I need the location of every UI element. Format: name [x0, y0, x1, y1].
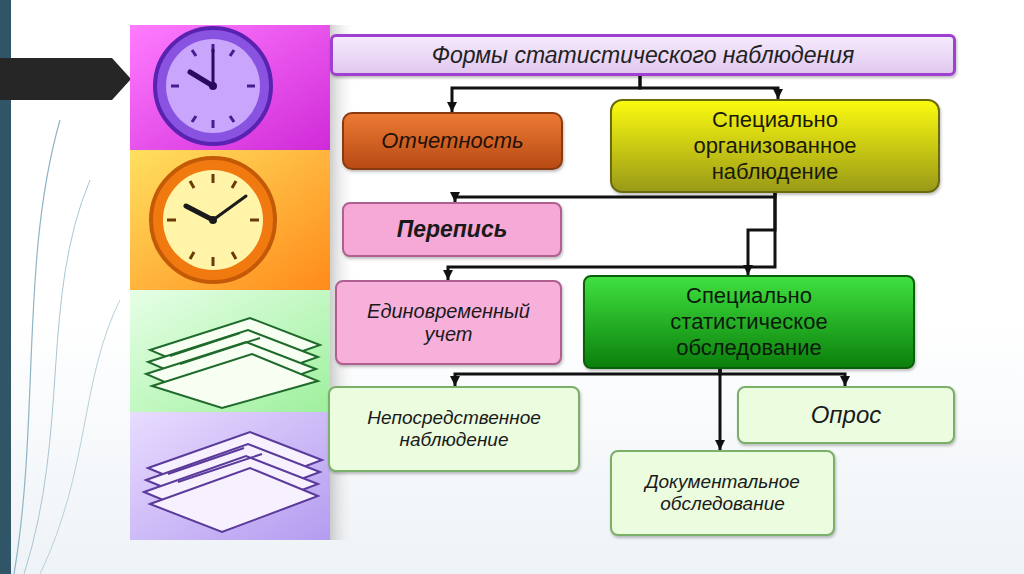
type-box: Перепись: [342, 202, 562, 257]
form-box: Специально организованное наблюдение: [610, 99, 940, 193]
photo-tile: [130, 25, 330, 150]
decor-curve: [24, 180, 90, 574]
clock-illustration: [155, 28, 271, 144]
node-label: Документальное обследование: [624, 471, 821, 515]
node-label: Перепись: [397, 216, 508, 243]
connector-arrow: [719, 369, 722, 450]
connector-arrow: [455, 193, 775, 202]
method-box: Документальное обследование: [610, 450, 835, 536]
connector-arrow: [640, 76, 778, 99]
type-box: Специально статистическое обследование: [583, 275, 915, 369]
method-box: Опрос: [737, 386, 955, 444]
paper-stack-illustration: [146, 318, 320, 408]
photo-tile: [130, 412, 330, 540]
photo-tile: [130, 290, 330, 412]
node-label: Специально организованное наблюдение: [662, 107, 888, 185]
node-label: Опрос: [811, 401, 882, 429]
connector-arrow: [720, 369, 845, 386]
connector-arrow: [748, 193, 775, 275]
node-label: Специально статистическое обследование: [645, 283, 853, 361]
type-box: Единовременный учет: [335, 280, 562, 365]
node-label: Отчетность: [381, 128, 523, 154]
clock-illustration: [151, 158, 275, 282]
method-box: Непосредственное наблюдение: [328, 386, 580, 472]
arrow-tab: [0, 58, 131, 100]
connector-arrow: [455, 369, 720, 386]
form-box: Отчетность: [342, 112, 563, 170]
photo-tile: [130, 150, 330, 290]
paper-stack-illustration: [144, 432, 322, 532]
decor-curve: [14, 120, 60, 574]
decor-curve: [40, 300, 120, 574]
node-label: Единовременный учет: [357, 300, 540, 346]
node-label: Непосредственное наблюдение: [344, 407, 564, 451]
root-box: Формы статистического наблюдения: [330, 34, 956, 76]
node-label: Формы статистического наблюдения: [432, 42, 855, 69]
